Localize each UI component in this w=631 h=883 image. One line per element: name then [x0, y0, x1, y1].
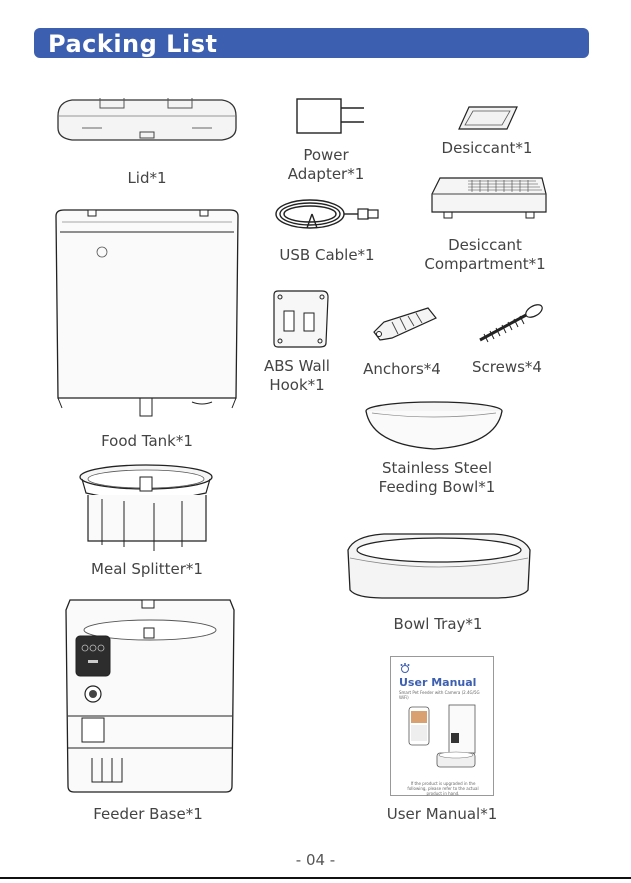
user-manual-cover: User Manual Smart Pet Feeder with Camera… — [390, 656, 494, 796]
power-adapter-label-line1: Power — [303, 146, 349, 164]
desiccant-label: Desiccant*1 — [441, 139, 533, 157]
usb-cable-illustration — [275, 199, 379, 229]
brand-logo-icon — [400, 663, 410, 673]
abs-wall-hook-label-line1: ABS Wall — [264, 357, 330, 375]
stainless-bowl-illustration — [365, 401, 503, 450]
desiccant-compartment-illustration — [431, 177, 547, 219]
desiccant-compartment-label-line1: Desiccant — [448, 236, 522, 254]
bowl-tray-illustration — [347, 533, 531, 599]
meal-splitter-illustration — [79, 464, 213, 551]
screws-label: Screws*4 — [472, 358, 542, 376]
food-tank-label: Food Tank*1 — [101, 432, 193, 450]
desiccant-compartment-label: Desiccant Compartment*1 — [420, 236, 550, 274]
food-tank-illustration — [55, 209, 239, 417]
desiccant-illustration — [458, 106, 518, 130]
desiccant-compartment-label-line2: Compartment*1 — [424, 255, 546, 273]
anchors-label: Anchors*4 — [363, 360, 441, 378]
lid-label: Lid*1 — [127, 169, 167, 187]
section-title: Packing List — [48, 30, 218, 58]
feeder-base-illustration — [65, 599, 235, 793]
abs-wall-hook-illustration — [273, 290, 329, 348]
manual-cover-note: If the product is upgraded in the follow… — [407, 781, 479, 796]
meal-splitter-label: Meal Splitter*1 — [91, 560, 203, 578]
abs-wall-hook-label: ABS Wall Hook*1 — [254, 357, 340, 395]
manual-cover-product-image — [408, 704, 476, 768]
user-manual-label: User Manual*1 — [386, 805, 498, 823]
section-header-banner: Packing List — [34, 28, 589, 58]
screws-illustration — [479, 304, 543, 343]
stainless-bowl-label-line1: Stainless Steel — [381, 459, 493, 477]
footer-rule — [0, 877, 631, 879]
feeder-base-label: Feeder Base*1 — [93, 805, 203, 823]
manual-cover-title: User Manual — [399, 676, 477, 689]
power-adapter-illustration — [296, 98, 364, 134]
power-adapter-label-line2: Adapter*1 — [287, 165, 365, 183]
usb-cable-label: USB Cable*1 — [279, 246, 375, 264]
stainless-bowl-label: Stainless Steel Feeding Bowl*1 — [367, 459, 507, 497]
anchors-illustration — [373, 307, 437, 341]
power-adapter-label: Power Adapter*1 — [276, 146, 376, 184]
manual-cover-subtitle: Smart Pet Feeder with Camera (2.4G/5G Wi… — [399, 690, 480, 700]
abs-wall-hook-label-line2: Hook*1 — [269, 376, 325, 394]
stainless-bowl-label-line2: Feeding Bowl*1 — [378, 478, 496, 496]
page-number: - 04 - — [295, 851, 336, 869]
bowl-tray-label: Bowl Tray*1 — [393, 615, 483, 633]
lid-illustration — [57, 98, 237, 141]
